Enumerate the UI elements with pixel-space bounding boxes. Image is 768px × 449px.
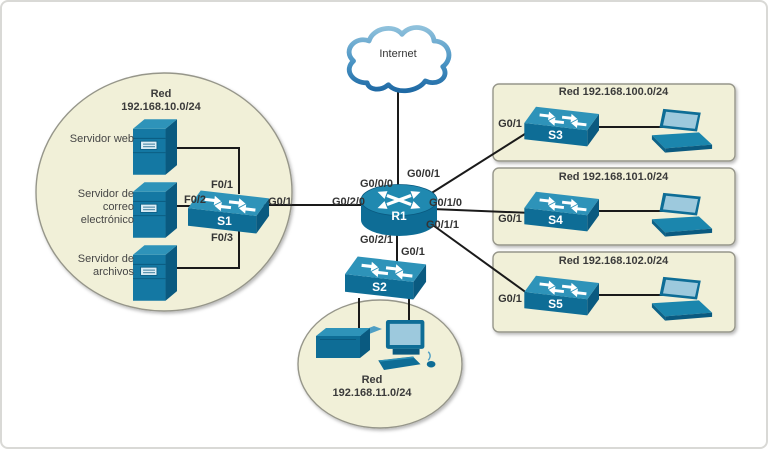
s5-port-g01-label: G0/1	[498, 293, 522, 305]
r1-port-g000-label: G0/0/0	[359, 178, 393, 190]
right-network-2-title: Red 192.168.101.0/24	[558, 171, 669, 183]
link-r1-s3	[429, 131, 529, 195]
server-mail-label: Servidor de correo electrónico	[77, 188, 134, 226]
internet-cloud-icon	[346, 25, 452, 94]
r1-port-g021-label: G0/2/1	[359, 234, 393, 246]
bottom-network-zone	[297, 299, 463, 429]
switch-s1-label: S1	[217, 214, 232, 228]
r1-port-g020-label: G0/2/0	[331, 196, 365, 208]
s3-port-g01-label: G0/1	[498, 118, 522, 130]
bottom-network-title: Red 192.168.11.0/24	[297, 374, 447, 400]
server-files-label: Servidor de archivos	[77, 253, 134, 278]
internet-label: Internet	[379, 48, 417, 60]
right-network-1-title: Red 192.168.100.0/24	[558, 86, 669, 98]
bottom-network-title-line1: Red	[361, 374, 383, 386]
right-network-3-title: Red 192.168.102.0/24	[558, 255, 669, 267]
s4-port-g01-label: G0/1	[498, 213, 522, 225]
left-network-title-line2: 192.168.10.0/24	[121, 101, 201, 113]
switch-s4-label: S4	[548, 213, 563, 227]
link-s1-server-web	[174, 147, 240, 194]
r1-port-g011-label: G0/1/1	[426, 219, 460, 231]
left-network-title-line1: Red	[150, 88, 172, 100]
server-web-label: Servidor web	[69, 133, 134, 145]
server-mail-icon	[133, 181, 177, 238]
link-r1-s4	[431, 208, 533, 214]
s1-port-f02-label: F0/2	[183, 194, 206, 206]
s1-port-g01-label: G0/1	[268, 196, 292, 208]
switch-s5-label: S5	[548, 297, 563, 311]
router-r1-label: R1	[391, 209, 407, 223]
server-web-icon	[133, 118, 177, 175]
switch-s2-label: S2	[372, 280, 387, 294]
switch-s3-label: S3	[548, 128, 563, 142]
link-r1-s5	[429, 222, 532, 297]
server-files-icon	[133, 244, 177, 301]
r1-port-g010-label: G0/1/0	[429, 197, 463, 209]
link-s1-server-files	[175, 230, 240, 269]
s1-port-f01-label: F0/1	[210, 179, 233, 191]
s1-port-f03-label: F0/3	[210, 232, 233, 244]
s2-port-g01-label: G0/1	[401, 246, 425, 258]
left-network-title: Red 192.168.10.0/24	[86, 88, 236, 114]
bottom-network-title-line2: 192.168.11.0/24	[332, 387, 412, 399]
r1-port-g001-label: G0/0/1	[407, 168, 441, 180]
